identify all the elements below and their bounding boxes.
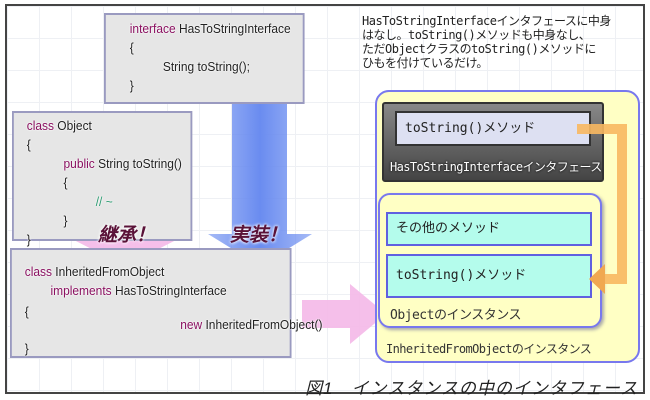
interface-instance-label: HasToStringInterfaceインタフェース — [390, 160, 602, 174]
new-expression: InheritedFromObject() — [205, 317, 323, 332]
object-code-box: class Object { public String toString() … — [12, 111, 193, 247]
other-methods: その他のメソッド — [386, 212, 592, 246]
brace: } — [26, 232, 31, 247]
comment: // ~ — [95, 194, 113, 209]
keyword: implements — [50, 283, 112, 298]
interface-name: HasToStringInterface — [178, 21, 291, 36]
note-line: ひもを付けているだけ。 — [362, 56, 488, 70]
class-name: Object — [57, 118, 92, 133]
note-line: はなし。toString()メソッドも中身なし、 — [362, 28, 591, 42]
link-arrow — [577, 124, 627, 294]
keyword: new — [180, 317, 203, 332]
note-line: ただObjectクラスのtoString()メソッドに — [362, 42, 596, 56]
inherit-label: 継承！ — [98, 225, 156, 246]
object-tostring-method: toString()メソッド — [386, 254, 592, 298]
object-instance-label: Objectのインスタンス — [390, 308, 521, 323]
inherited-code-box: class InheritedFromObject implements Has… — [10, 248, 322, 358]
interface-code-box: interface HasToStringInterface { String … — [104, 13, 305, 104]
brace: } — [24, 341, 29, 356]
class-name: InheritedFromObject — [55, 264, 165, 279]
method-decl: String toString(); — [162, 59, 250, 74]
brace: { — [26, 137, 31, 152]
brace: } — [63, 213, 68, 228]
brace: { — [63, 175, 68, 190]
keyword: interface — [129, 21, 176, 36]
interface-tostring-method: toString()メソッド — [395, 111, 591, 146]
explanation-note: HasToStringInterfaceインタフェースに中身 はなし。toStr… — [362, 14, 632, 70]
brace: { — [24, 304, 29, 319]
keyword: class — [24, 264, 52, 279]
figure-caption: 図1 インスタンスの中のインタフェース — [305, 379, 638, 398]
implement-arrow — [208, 86, 312, 266]
keyword: class — [26, 118, 54, 133]
new-instance-arrow — [302, 284, 386, 344]
brace: } — [129, 78, 134, 93]
implement-label: 実装！ — [230, 225, 288, 246]
keyword: public — [63, 156, 95, 171]
interface-name: HasToStringInterface — [114, 283, 227, 298]
brace: { — [129, 40, 134, 55]
inherited-instance-label: InheritedFromObjectのインスタンス — [386, 342, 592, 356]
note-line: HasToStringInterfaceインタフェースに中身 — [362, 14, 611, 28]
method-decl: String toString() — [98, 156, 182, 171]
